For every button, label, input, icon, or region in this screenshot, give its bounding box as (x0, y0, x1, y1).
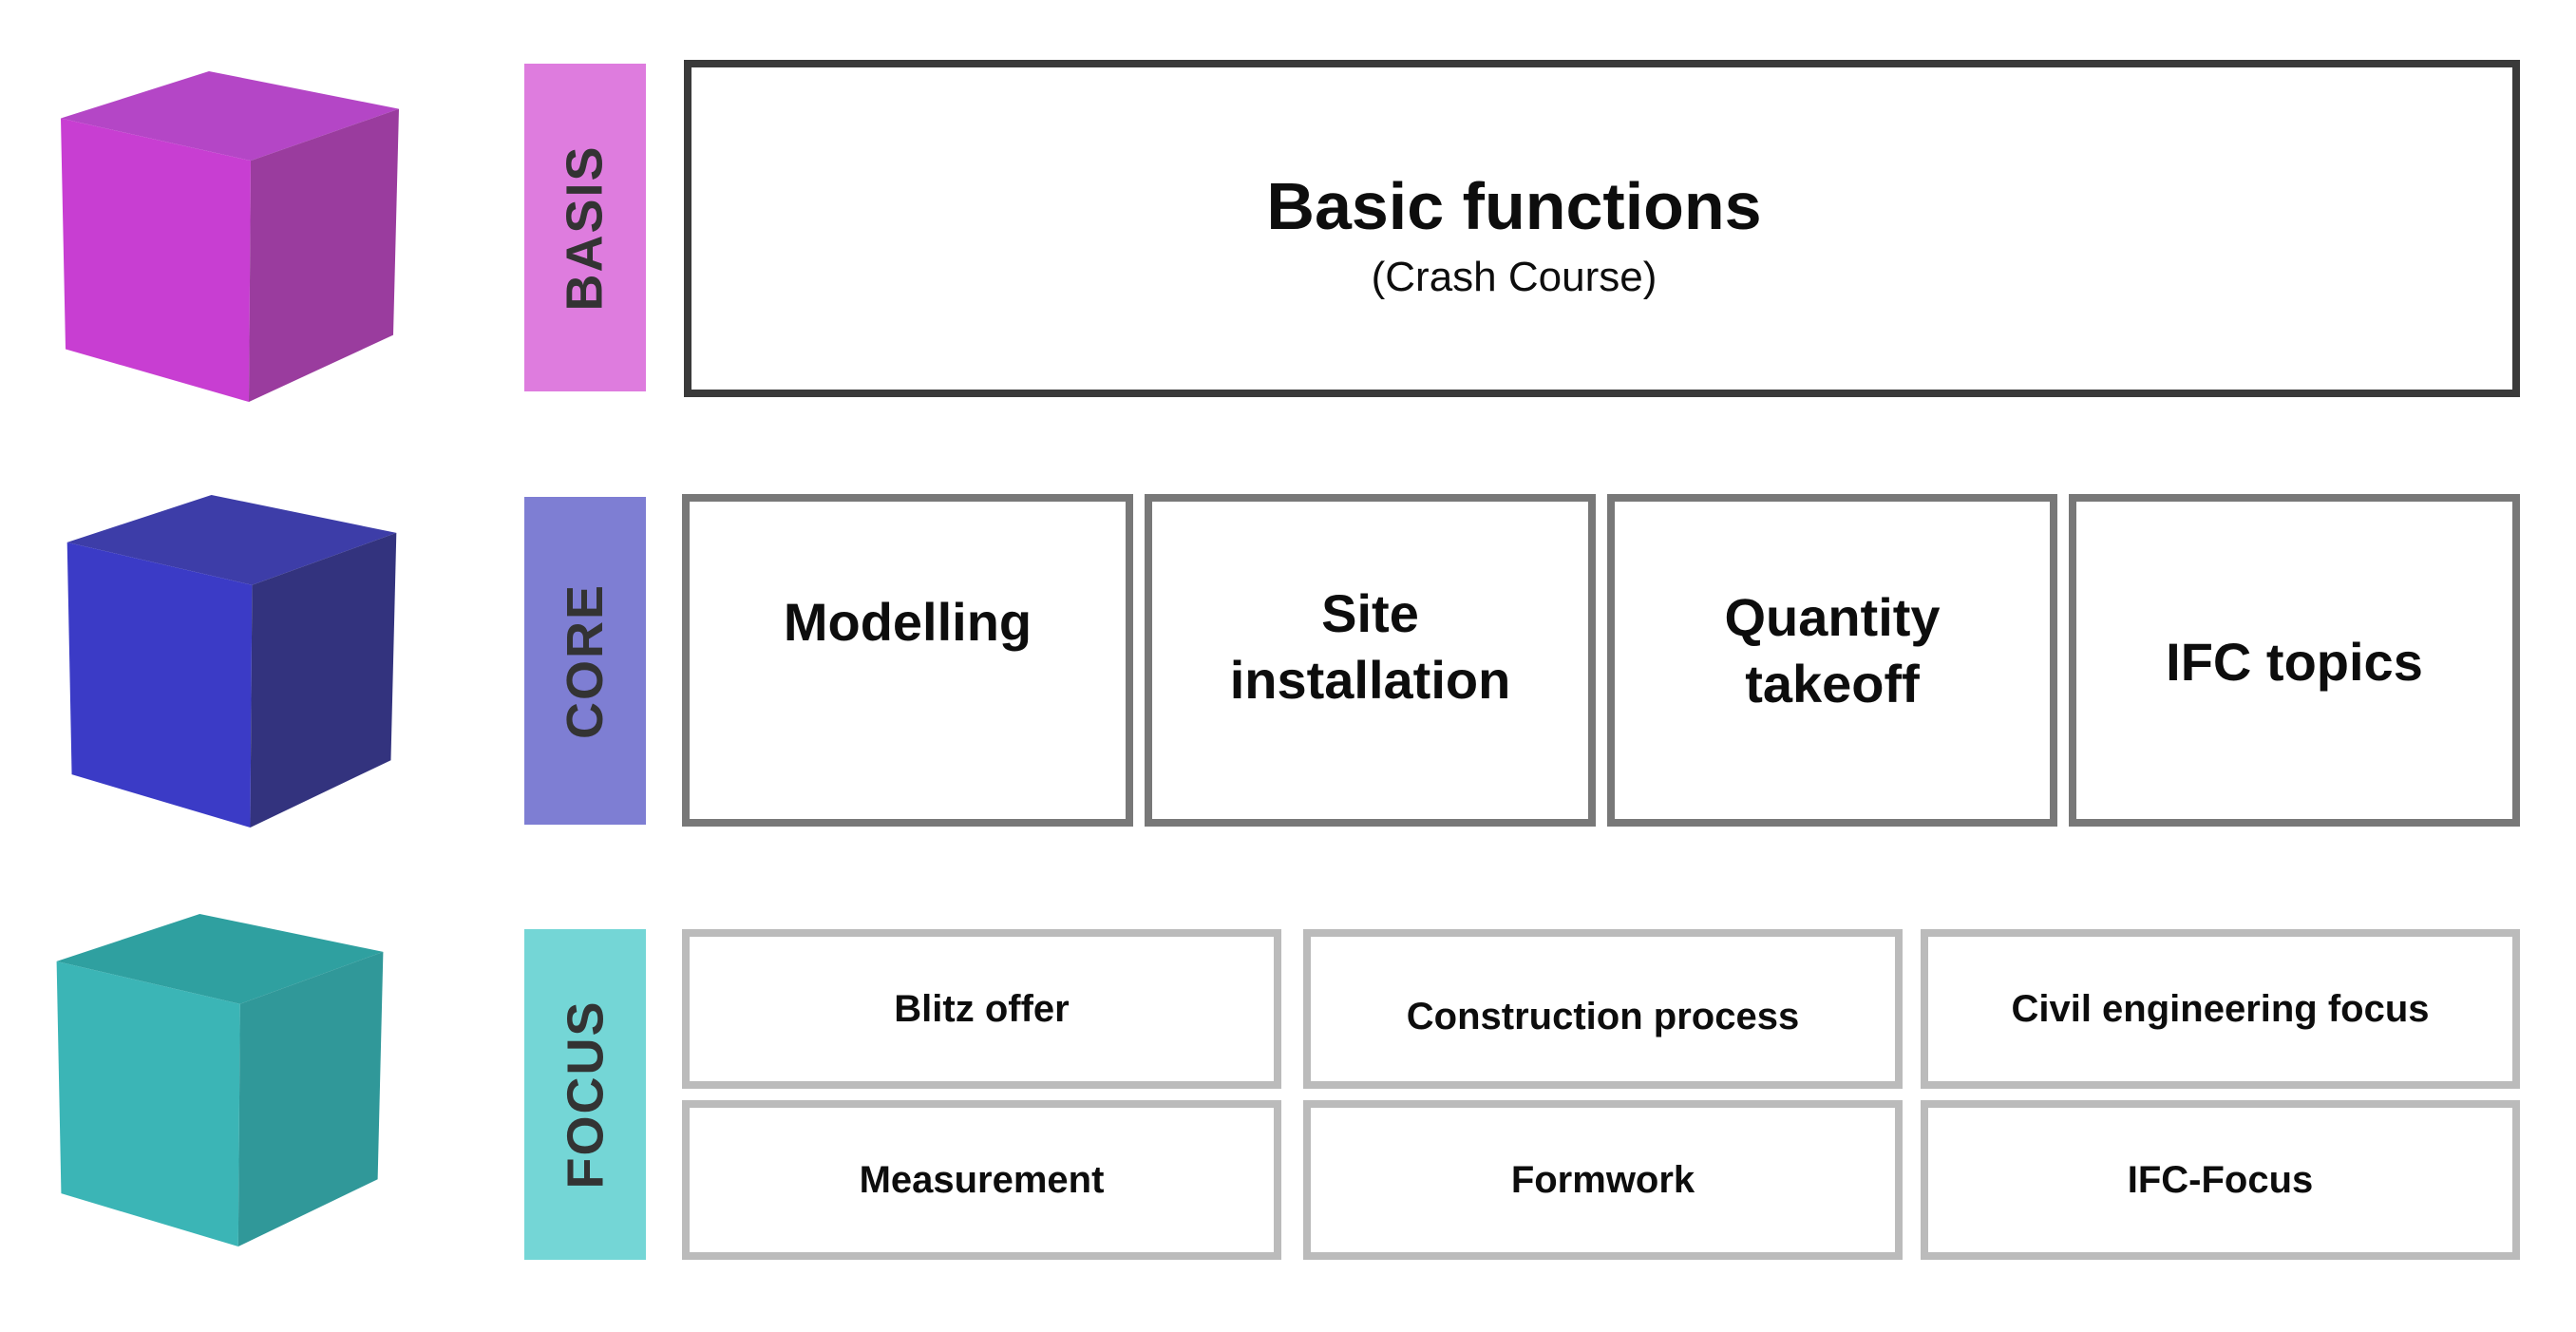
core-label: CORE (557, 582, 615, 739)
core-cube-front-face (66, 542, 253, 828)
basic-functions-text: Basic functions (Crash Course) (691, 168, 2337, 302)
focus-box-ifc-focus-label: IFC-Focus (2127, 1158, 2314, 1201)
focus-box-measurement-label: Measurement (859, 1158, 1105, 1201)
focus-box-formwork-label: Formwork (1510, 1158, 1695, 1201)
core-box-ifc-topics: IFC topics (2069, 494, 2520, 827)
core-label-bar: CORE (524, 497, 646, 825)
basis-label: BASIS (557, 143, 615, 312)
basis-cube-icon (61, 70, 399, 403)
focus-box-measurement: Measurement (682, 1100, 1281, 1260)
basis-cube-top-face (61, 70, 399, 162)
focus-cube-top-face (56, 913, 384, 1004)
core-cube-side-face (250, 532, 397, 828)
core-box-quantity-takeoff-label: Quantity takeoff (1724, 587, 1941, 714)
focus-label-bar: FOCUS (524, 929, 646, 1260)
focus-box-blitz-offer-label: Blitz offer (894, 987, 1070, 1030)
focus-box-construction-process-label: Construction process (1406, 995, 1800, 1037)
focus-box-construction-process: Construction process (1303, 929, 1903, 1089)
focus-box-ifc-focus: IFC-Focus (1921, 1100, 2520, 1260)
basic-functions-box: Basic functions (Crash Course) (684, 60, 2520, 397)
focus-cube-front-face (56, 961, 240, 1247)
focus-box-formwork: Formwork (1303, 1100, 1903, 1260)
core-box-site-installation-label: Site installation (1229, 583, 1511, 710)
basis-cube-side-face (249, 108, 399, 403)
core-box-modelling: Modelling (682, 494, 1133, 827)
focus-box-blitz-offer: Blitz offer (682, 929, 1281, 1089)
basic-functions-title: Basic functions (1266, 169, 1762, 243)
basis-label-bar: BASIS (524, 64, 646, 391)
core-cube-top-face (66, 494, 397, 585)
core-box-quantity-takeoff: Quantity takeoff (1607, 494, 2057, 827)
focus-box-civil-engineering-focus-label: Civil engineering focus (2011, 987, 2430, 1030)
focus-cube-icon (56, 913, 384, 1247)
core-cube-icon (66, 494, 397, 828)
focus-cube-side-face (237, 951, 384, 1247)
core-box-modelling-label: Modelling (783, 592, 1032, 652)
core-box-site-installation: Site installation (1145, 494, 1596, 827)
focus-box-civil-engineering-focus: Civil engineering focus (1921, 929, 2520, 1089)
focus-label: FOCUS (557, 999, 614, 1189)
basic-functions-subtitle: (Crash Course) (1371, 253, 1657, 300)
basis-cube-front-face (61, 118, 251, 403)
core-box-ifc-topics-label: IFC topics (2166, 632, 2423, 692)
